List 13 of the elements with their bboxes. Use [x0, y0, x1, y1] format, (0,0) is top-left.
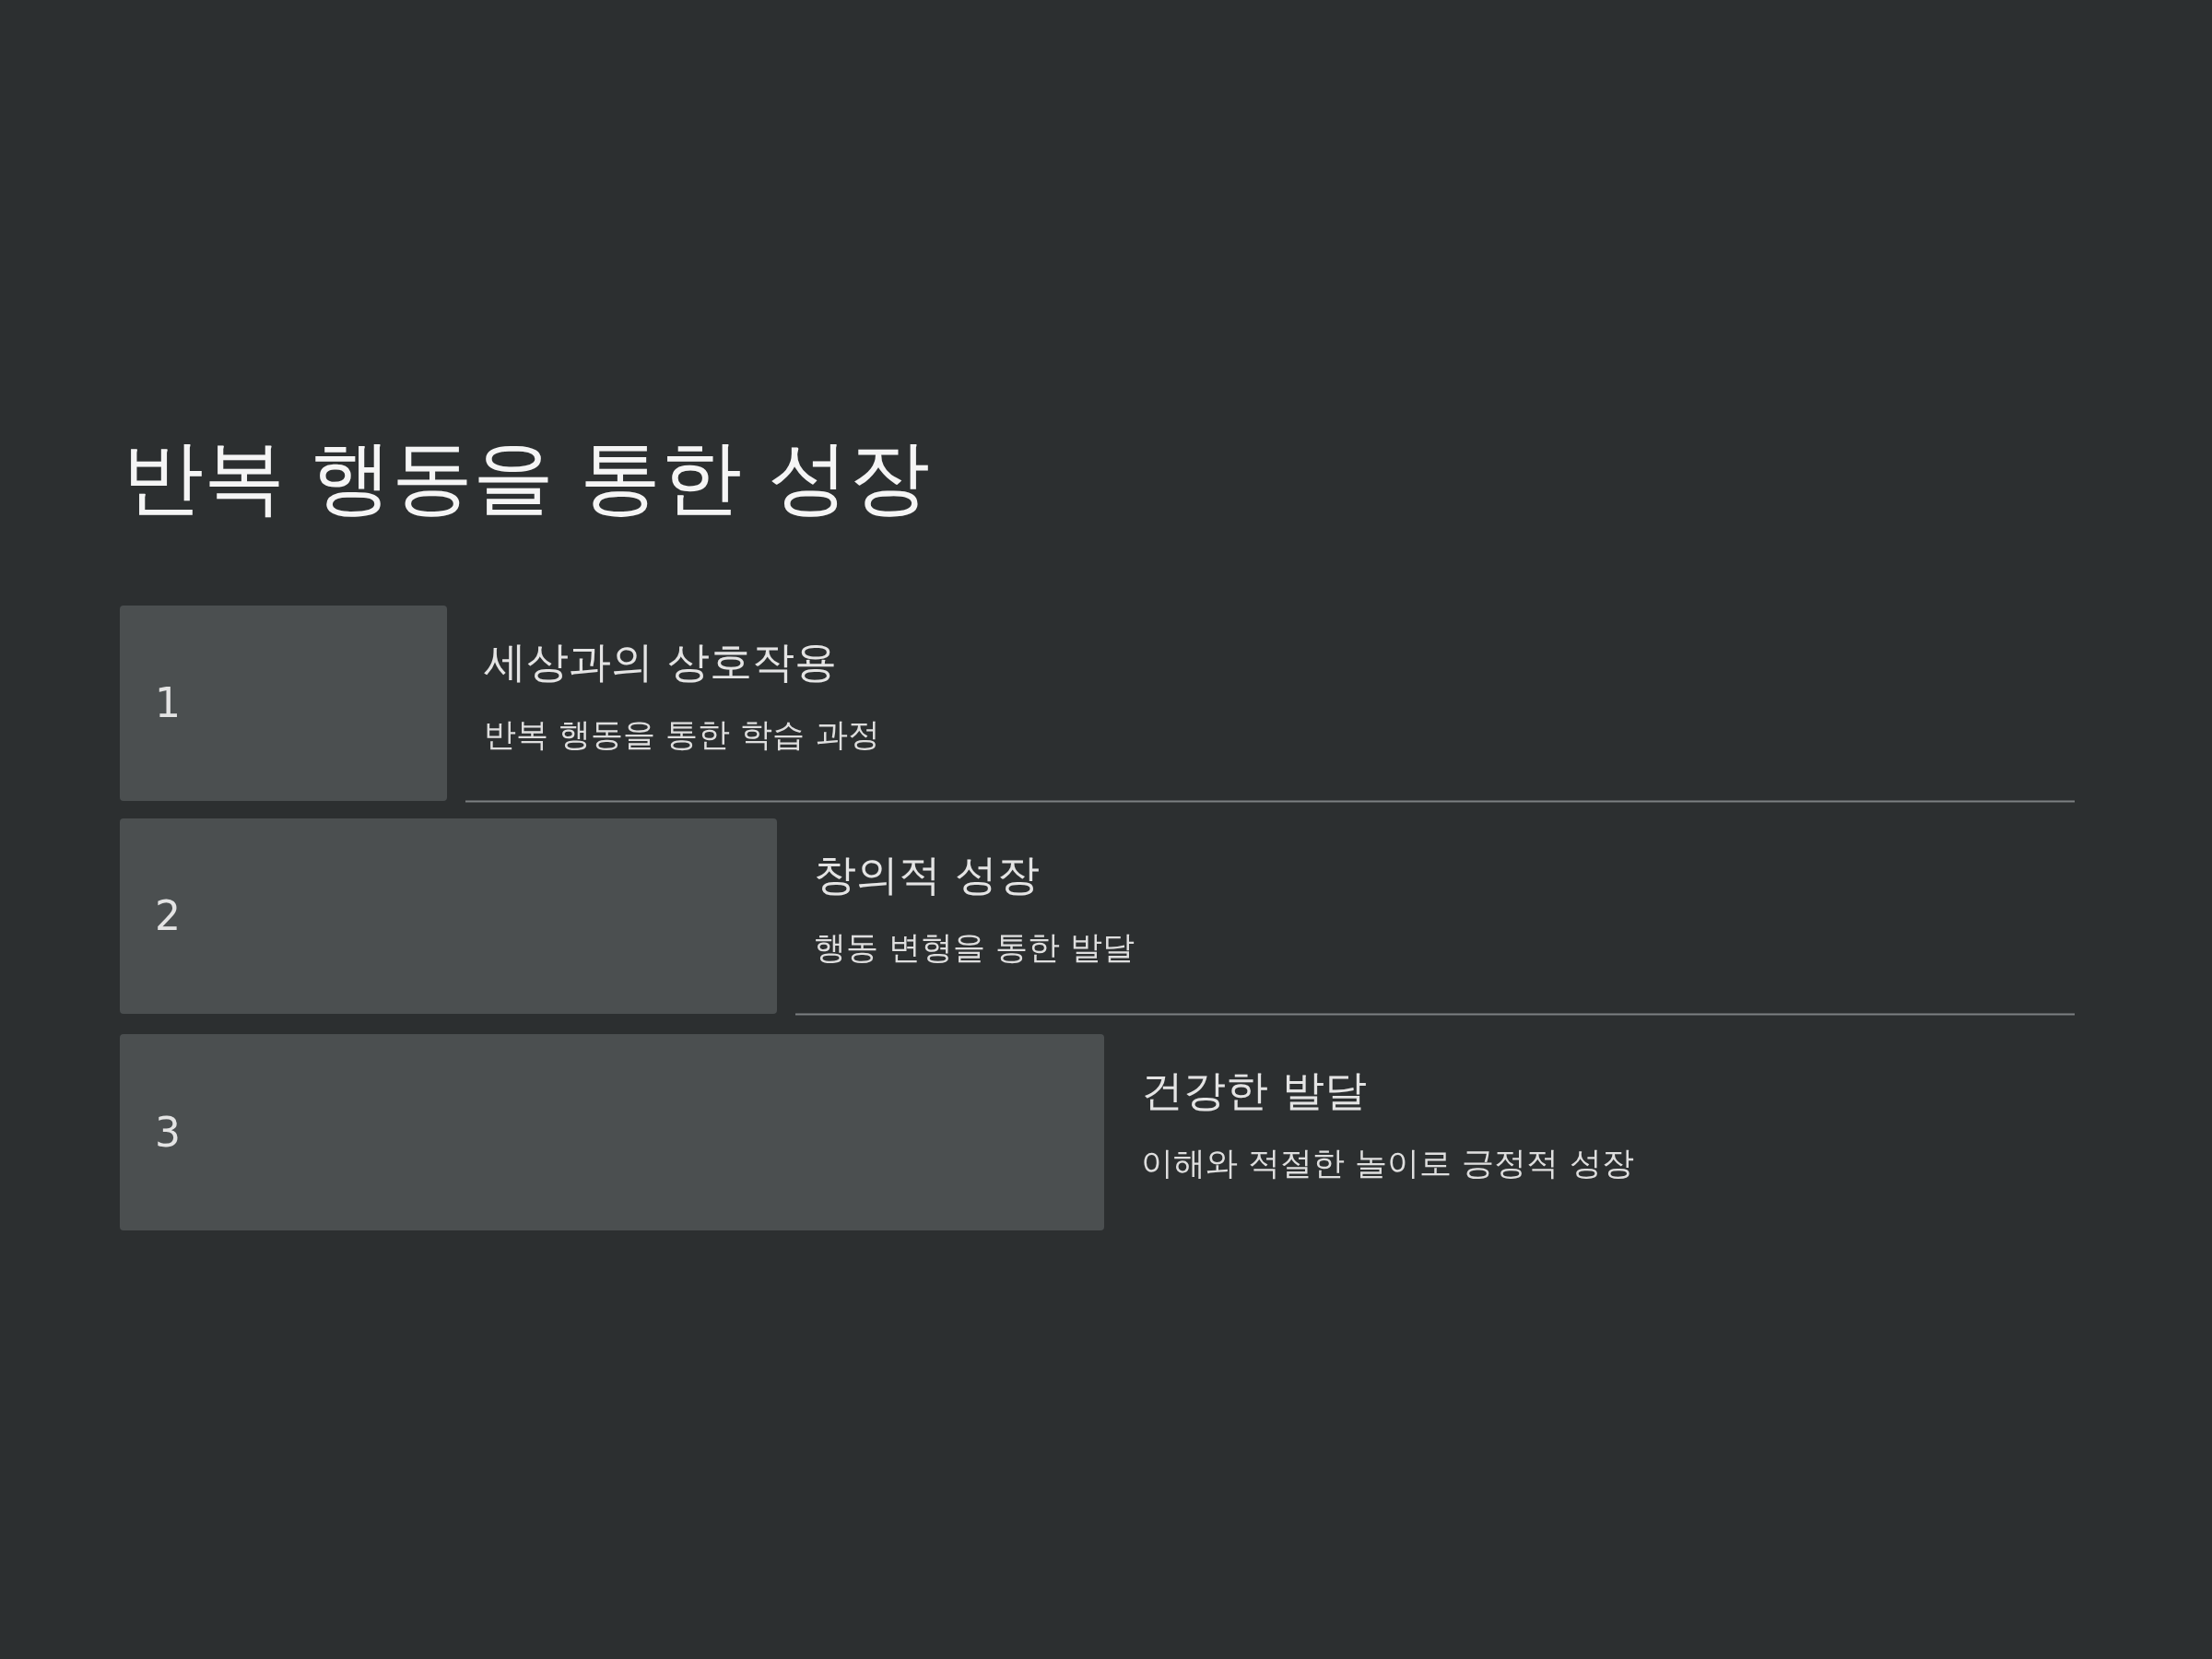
step-bar — [120, 1034, 1104, 1230]
step-description: 이해와 적절한 놀이로 긍정적 성장 — [1141, 1147, 1634, 1180]
title: 반복 행동을 통한 성장 — [123, 437, 930, 518]
step-bar — [120, 818, 777, 1014]
step-number: 1 — [155, 683, 181, 724]
step-heading: 건강한 발달 — [1141, 1069, 1367, 1112]
step-bar — [120, 606, 447, 801]
step-number: 3 — [155, 1112, 181, 1153]
step-number: 2 — [155, 896, 181, 936]
step-description: 행동 변형을 통한 발달 — [814, 932, 1135, 964]
step-description: 반복 행동을 통한 학습 과정 — [484, 719, 880, 751]
step-heading: 창의적 성장 — [814, 853, 1040, 896]
step-heading: 세상과의 상호작용 — [484, 641, 837, 683]
